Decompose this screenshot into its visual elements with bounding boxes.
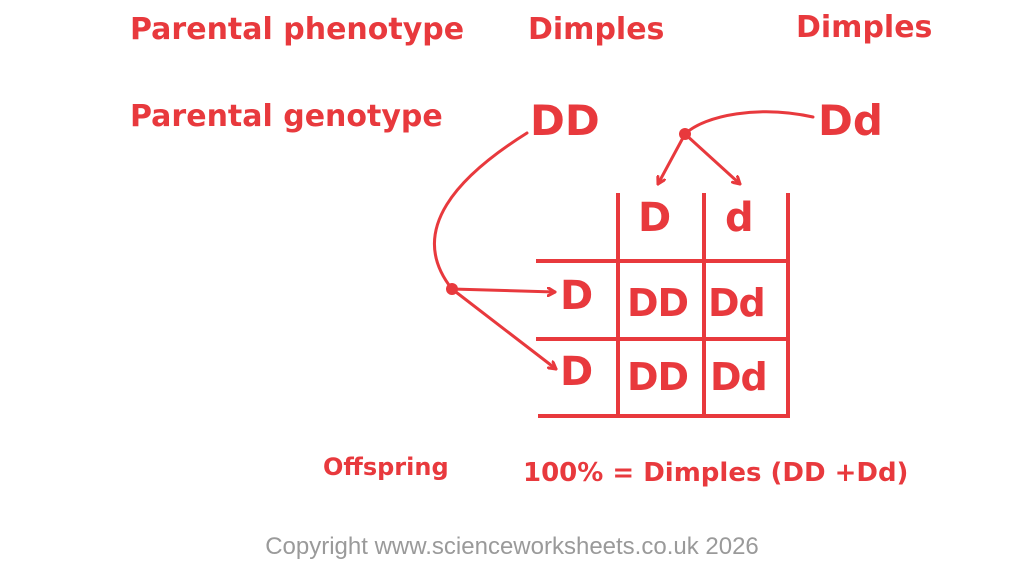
row-allele-1: D	[560, 273, 594, 319]
column-allele-2: d	[725, 195, 754, 241]
parent1-genotype: DD	[530, 96, 600, 145]
copyright-footer: Copyright www.scienceworksheets.co.uk 20…	[265, 533, 759, 560]
punnett-cell-r1c2: Dd	[708, 281, 766, 325]
parent2-genotype: Dd	[818, 96, 883, 145]
phenotype-row-label: Parental phenotype	[130, 12, 465, 47]
parent1-gamete-arrows	[432, 131, 558, 371]
punnett-cell-r1c1: DD	[627, 281, 689, 325]
offspring-result: 100% = Dimples (DD +Dd)	[523, 458, 909, 488]
punnett-cell-r2c2: Dd	[710, 355, 768, 399]
column-allele-1: D	[638, 195, 672, 241]
parent1-phenotype: Dimples	[528, 12, 665, 47]
row-allele-2: D	[560, 349, 594, 395]
genotype-row-label: Parental genotype	[130, 99, 443, 134]
parent2-phenotype: Dimples	[796, 10, 933, 45]
parent1-split-dot	[446, 283, 458, 295]
punnett-grid	[536, 193, 790, 418]
parent2-split-dot	[679, 128, 691, 140]
offspring-label: Offspring	[323, 453, 449, 481]
punnett-cell-r2c1: DD	[627, 355, 689, 399]
parent2-gamete-arrows	[658, 110, 815, 186]
